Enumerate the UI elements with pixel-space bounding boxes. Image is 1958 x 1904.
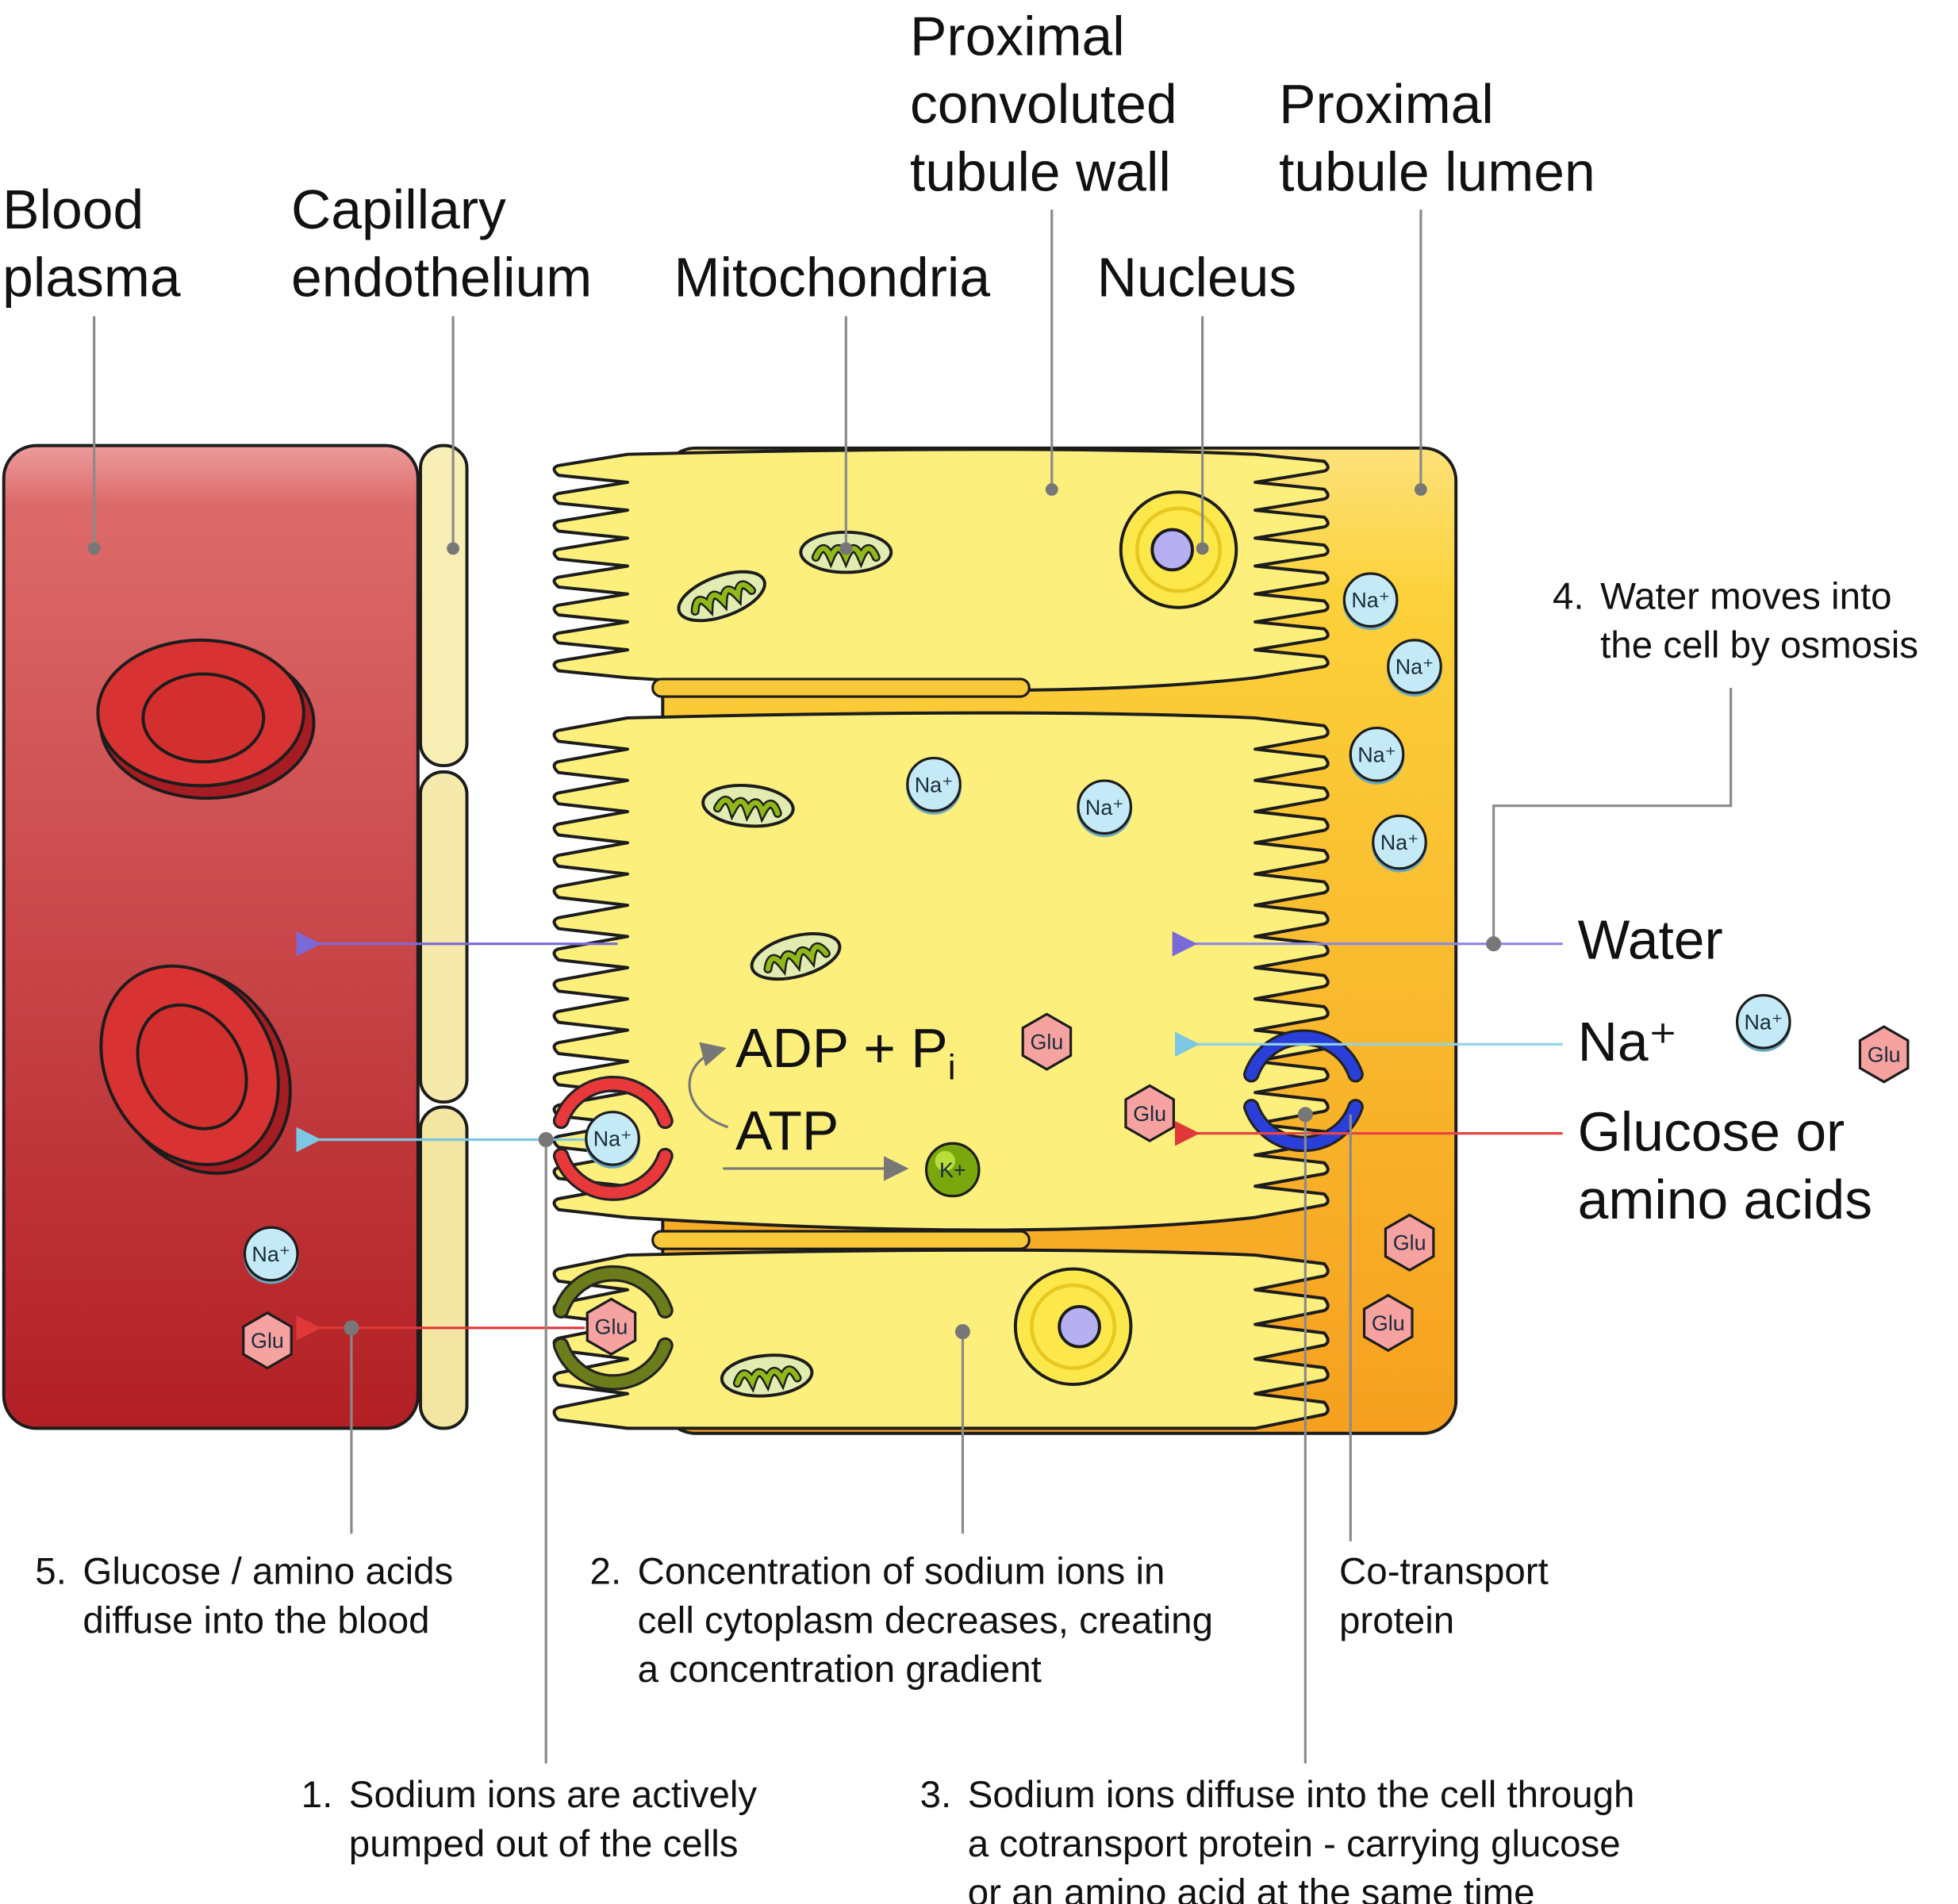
- atp-curve-arrow: [688, 1042, 729, 1129]
- svg-text:Na⁺: Na⁺: [1396, 655, 1434, 679]
- svg-text:Na⁺: Na⁺: [1380, 831, 1419, 854]
- label-mitochondria: Mitochondria: [674, 246, 991, 308]
- label-nucleus: Nucleus: [1097, 246, 1296, 308]
- mitochondrion: [750, 932, 842, 981]
- red-blood-cell: [96, 638, 316, 800]
- sodium-ion: Na⁺: [1387, 639, 1442, 697]
- sodium-ion: Na⁺: [243, 1226, 299, 1284]
- mitochondrion: [677, 570, 766, 623]
- svg-text:Glu: Glu: [1133, 1102, 1166, 1126]
- endothelium-cell: [419, 443, 469, 768]
- legend-water: Water: [1578, 909, 1723, 971]
- svg-text:Na⁺: Na⁺: [1085, 796, 1124, 820]
- atp-label: ATP: [735, 1100, 839, 1161]
- endothelium-cell: [419, 770, 469, 1104]
- red-blood-cell: [99, 964, 292, 1175]
- sodium-ion: Na⁺: [1372, 814, 1427, 873]
- endothelium-cell: [419, 1105, 469, 1430]
- svg-text:Glu: Glu: [251, 1329, 284, 1353]
- glucose-molecule: Glu: [1384, 1213, 1435, 1272]
- nucleus: [1119, 490, 1238, 609]
- glucose-molecule: Glu: [585, 1297, 637, 1356]
- legend-sodium: Na⁺: [1578, 1011, 1678, 1073]
- glucose-molecule: Glu: [1021, 1012, 1073, 1071]
- mitochondrion: [720, 1353, 814, 1398]
- svg-text:Glu: Glu: [1031, 1031, 1064, 1054]
- potassium-ion: K+: [924, 1142, 981, 1198]
- glucose-molecule: Glu: [1858, 1025, 1910, 1084]
- sodium-ion: Na⁺: [1342, 572, 1399, 631]
- adp-label: ADP + Pi: [735, 1017, 955, 1088]
- sodium-potassium-pump: [552, 1076, 674, 1201]
- svg-text:Na⁺: Na⁺: [1357, 743, 1396, 766]
- glucose-molecule: Glu: [242, 1311, 293, 1370]
- sodium-ion: Na⁺: [1077, 779, 1133, 838]
- sodium-ion: Na⁺: [906, 756, 962, 815]
- sodium-ion: Na⁺: [585, 1111, 640, 1169]
- nucleus: [1013, 1267, 1133, 1387]
- tight-junction: [651, 678, 1031, 698]
- svg-text:Na⁺: Na⁺: [1351, 589, 1390, 612]
- svg-text:Glu: Glu: [595, 1315, 628, 1339]
- glucose-molecule: Glu: [1362, 1293, 1414, 1353]
- leader-lines: [87, 209, 1733, 1764]
- glucose-molecule: Glu: [1124, 1084, 1175, 1142]
- step-3-label: 3.Sodium ions diffuse into the cell thro…: [920, 1774, 1635, 1904]
- svg-text:Na⁺: Na⁺: [1745, 1010, 1783, 1034]
- svg-text:Na⁺: Na⁺: [593, 1127, 632, 1150]
- svg-text:K+: K+: [939, 1158, 966, 1182]
- co-transport-protein: [1243, 1029, 1364, 1153]
- sodium-ion: Na⁺: [1349, 727, 1405, 785]
- svg-text:Na⁺: Na⁺: [915, 773, 954, 797]
- svg-text:Glu: Glu: [1372, 1311, 1405, 1335]
- sodium-ion: Na⁺: [1735, 993, 1791, 1052]
- tubule-cell: [552, 447, 1330, 693]
- svg-text:Na⁺: Na⁺: [251, 1242, 290, 1266]
- mitochondrion: [701, 784, 795, 828]
- svg-text:Glu: Glu: [1868, 1042, 1901, 1066]
- glucose-channel: [552, 1265, 674, 1391]
- svg-text:Glu: Glu: [1393, 1231, 1426, 1255]
- tight-junction: [651, 1230, 1031, 1250]
- blood-plasma: [2, 443, 420, 1430]
